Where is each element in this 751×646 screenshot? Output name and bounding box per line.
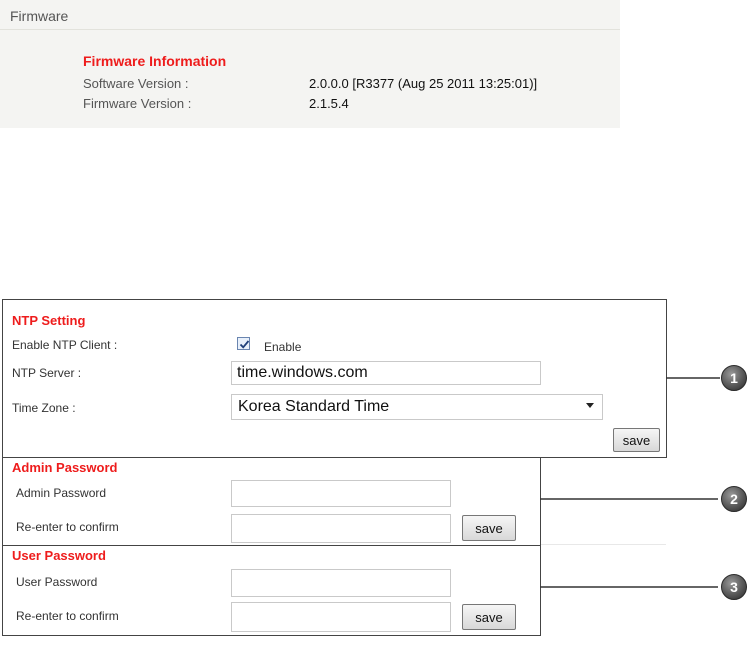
enable-ntp-label: Enable NTP Client : <box>12 338 118 352</box>
divider <box>541 544 666 545</box>
ntp-setting-heading: NTP Setting <box>12 313 86 328</box>
user-password-heading: User Password <box>12 548 106 563</box>
software-version-label: Software Version : <box>83 76 189 91</box>
ntp-server-label: NTP Server : <box>12 366 82 380</box>
ntp-server-input[interactable] <box>231 361 541 385</box>
admin-password-heading: Admin Password <box>12 460 118 475</box>
callout-badge-3 <box>721 574 747 600</box>
callout-badge-1 <box>721 365 747 391</box>
enable-ntp-checkbox[interactable] <box>237 337 250 350</box>
user-confirm-input[interactable] <box>231 602 451 632</box>
firmware-divider <box>0 29 620 30</box>
callout-number-3: 3 <box>730 579 738 595</box>
admin-password-label: Admin Password <box>16 486 107 500</box>
ntp-setting-box: NTP Setting Enable NTP Client : Enable N… <box>2 299 667 458</box>
firmware-panel: Firmware Firmware Information Software V… <box>0 0 620 128</box>
admin-password-box: Admin Password Admin Password Re-enter t… <box>2 457 541 547</box>
user-confirm-label: Re-enter to confirm <box>16 609 119 623</box>
firmware-version-label: Firmware Version : <box>83 96 192 111</box>
admin-confirm-label: Re-enter to confirm <box>16 520 119 534</box>
firmware-info-heading: Firmware Information <box>83 53 227 69</box>
chevron-down-icon <box>586 403 594 408</box>
firmware-title: Firmware <box>10 8 69 24</box>
admin-save-button[interactable]: save <box>462 515 516 541</box>
checkmark-icon <box>239 340 250 349</box>
ntp-save-button[interactable]: save <box>613 428 660 452</box>
enable-checkbox-label: Enable <box>264 340 302 354</box>
user-password-label: User Password <box>16 575 98 589</box>
firmware-version-value: 2.1.5.4 <box>309 96 349 111</box>
callout-badge-2 <box>721 486 747 512</box>
callout-number-1: 1 <box>730 370 738 386</box>
user-password-input[interactable] <box>231 569 451 597</box>
software-version-value: 2.0.0.0 [R3377 (Aug 25 2011 13:25:01)] <box>309 76 538 91</box>
user-save-button[interactable]: save <box>462 604 516 630</box>
user-password-box: User Password User Password Re-enter to … <box>2 545 541 636</box>
callout-number-2: 2 <box>730 491 738 507</box>
admin-password-input[interactable] <box>231 480 451 507</box>
time-zone-select[interactable]: Korea Standard Time <box>231 394 603 420</box>
time-zone-value: Korea Standard Time <box>238 398 390 415</box>
admin-confirm-input[interactable] <box>231 514 451 543</box>
time-zone-label: Time Zone : <box>12 401 76 415</box>
